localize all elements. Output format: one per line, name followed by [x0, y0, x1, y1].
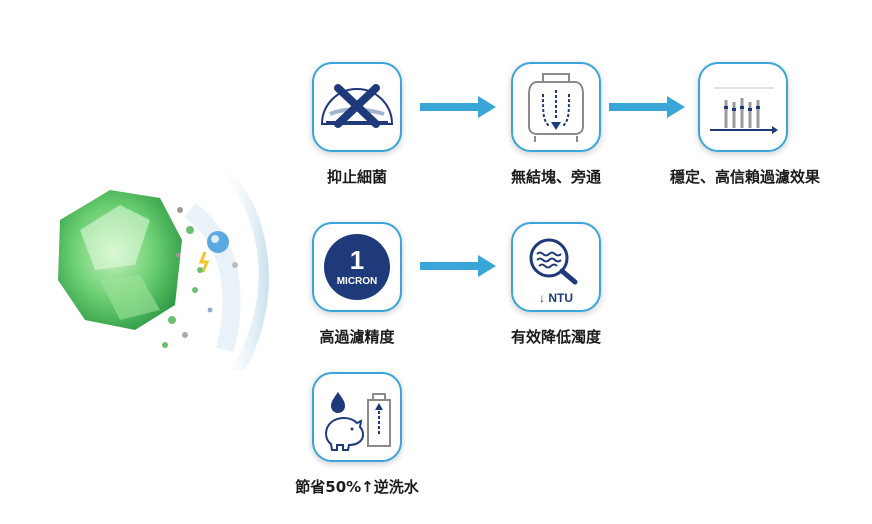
- feature-label: 節省50%↑逆洗水: [295, 478, 419, 496]
- anti-bacteria-card: [312, 62, 402, 152]
- save-backwash-card: [312, 372, 402, 462]
- filter-tank-flow-icon: [528, 73, 584, 142]
- feature-label: 抑止細菌: [326, 168, 388, 186]
- magnifier-water-icon: ↓ NTU: [529, 238, 578, 305]
- low-turbidity-card: ↓ NTU: [511, 222, 601, 312]
- feature-label: 穩定、高信賴過濾效果: [669, 168, 821, 186]
- filter-media-illustration: [58, 170, 269, 370]
- no-clog-card: [511, 62, 601, 152]
- micron-number: 1: [350, 245, 364, 275]
- micron-unit: MICRON: [337, 276, 378, 287]
- no-bacteria-icon: [320, 84, 394, 128]
- arrow-right-icon: [420, 96, 496, 118]
- stable-performance-card: [698, 62, 788, 152]
- stable-bars-icon: [710, 87, 778, 134]
- feature-label: 高過濾精度: [319, 328, 395, 346]
- feature-label: 有效降低濁度: [510, 328, 602, 346]
- feature-label: 無結塊、旁通: [510, 168, 602, 186]
- ntu-label: ↓ NTU: [539, 291, 573, 305]
- arrow-right-icon: [609, 96, 685, 118]
- micron-badge-icon: 1 MICRON: [324, 234, 390, 300]
- arrow-right-icon: [420, 255, 496, 277]
- high-precision-card: 1 MICRON: [312, 222, 402, 312]
- piggy-bank-water-icon: [324, 392, 391, 451]
